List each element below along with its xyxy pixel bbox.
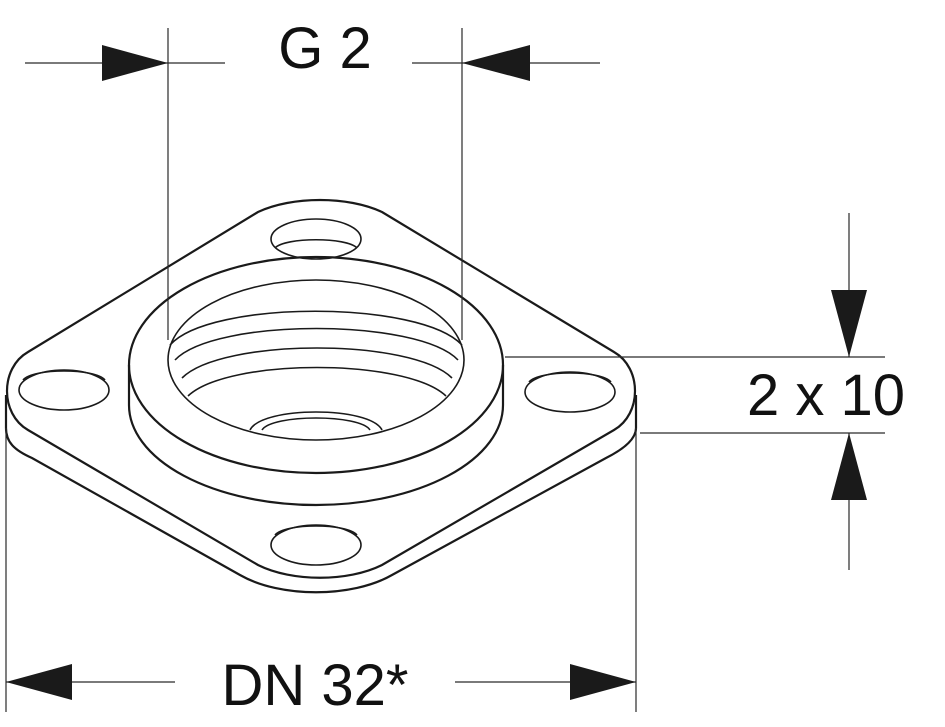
- arrow-head-down: [831, 290, 867, 357]
- bore-bottom: [249, 411, 383, 431]
- dimension-thread-size: G 2: [25, 16, 600, 340]
- thread-line-4: [187, 366, 447, 397]
- thread-size-label: G 2: [278, 16, 372, 81]
- bolt-hole-right: [524, 371, 616, 413]
- bore-outer-edge: [167, 279, 465, 441]
- flange-part: [4, 198, 638, 594]
- dimension-thickness: 2 x 10: [505, 213, 905, 570]
- bolt-hole-left: [18, 369, 110, 411]
- dimension-nominal-diameter: DN 32*: [5, 428, 637, 718]
- bolt-hole-bottom: [270, 524, 362, 566]
- bolt-holes: [18, 218, 616, 566]
- thickness-label: 2 x 10: [747, 363, 905, 428]
- arrow-head-right: [570, 664, 636, 700]
- arrow-head-left: [6, 664, 72, 700]
- arrow-head-up: [831, 433, 867, 500]
- arrow-head-right: [462, 45, 530, 81]
- arrow-head-left: [102, 45, 168, 81]
- hub-side-wall: [127, 365, 505, 507]
- thread-line-1: [169, 310, 463, 346]
- thread-line-3: [181, 347, 453, 379]
- nominal-diameter-label: DN 32*: [222, 653, 409, 718]
- bore-bottom-inner: [261, 417, 371, 431]
- flange-plate-bottom-outline: [4, 395, 638, 594]
- thread-line-2: [174, 327, 459, 361]
- bolt-hole-top: [270, 218, 362, 260]
- flange-hub: [127, 255, 505, 507]
- flange-plate-top-outline: [6, 198, 636, 579]
